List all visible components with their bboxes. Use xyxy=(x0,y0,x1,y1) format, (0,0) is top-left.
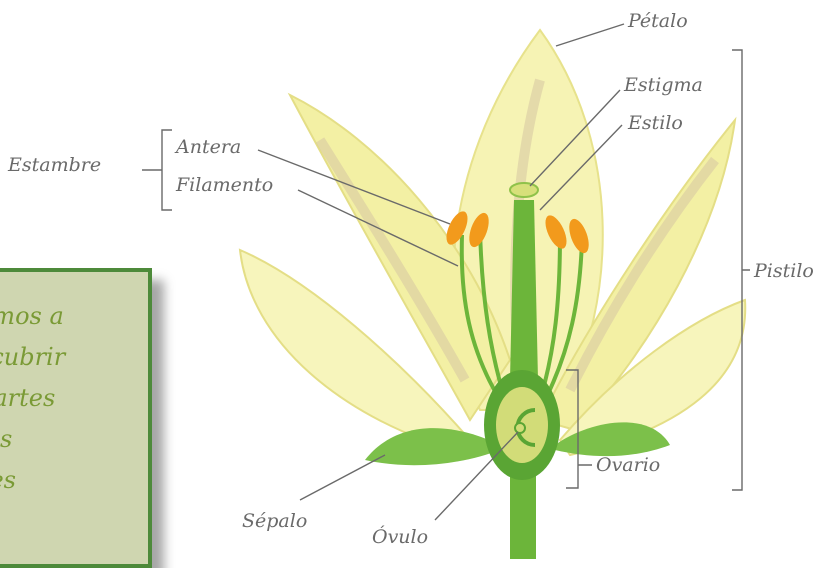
label-sepalo: Sépalo xyxy=(242,512,307,531)
label-pistilo: Pistilo xyxy=(754,262,814,281)
label-filamento: Filamento xyxy=(176,176,273,195)
label-estigma: Estigma xyxy=(624,76,703,95)
leader-sepalo xyxy=(300,455,385,500)
sepal-left xyxy=(365,428,500,465)
label-ovario: Ovario xyxy=(596,456,660,475)
ovule xyxy=(515,423,525,433)
label-estambre: Estambre xyxy=(8,156,101,175)
leader-petalo xyxy=(556,24,624,46)
intro-note-card: amos a scubrir partes las res xyxy=(0,268,152,568)
style xyxy=(510,200,538,380)
label-petalo: Pétalo xyxy=(628,12,688,31)
stem xyxy=(510,470,536,559)
bracket-estambre xyxy=(142,130,172,210)
intro-note-text: amos a scubrir partes las res xyxy=(0,296,168,501)
label-estilo: Estilo xyxy=(628,114,683,133)
bracket-pistilo xyxy=(732,50,750,490)
label-antera: Antera xyxy=(176,138,241,157)
label-ovulo: Óvulo xyxy=(372,528,428,547)
stigma xyxy=(510,183,538,197)
